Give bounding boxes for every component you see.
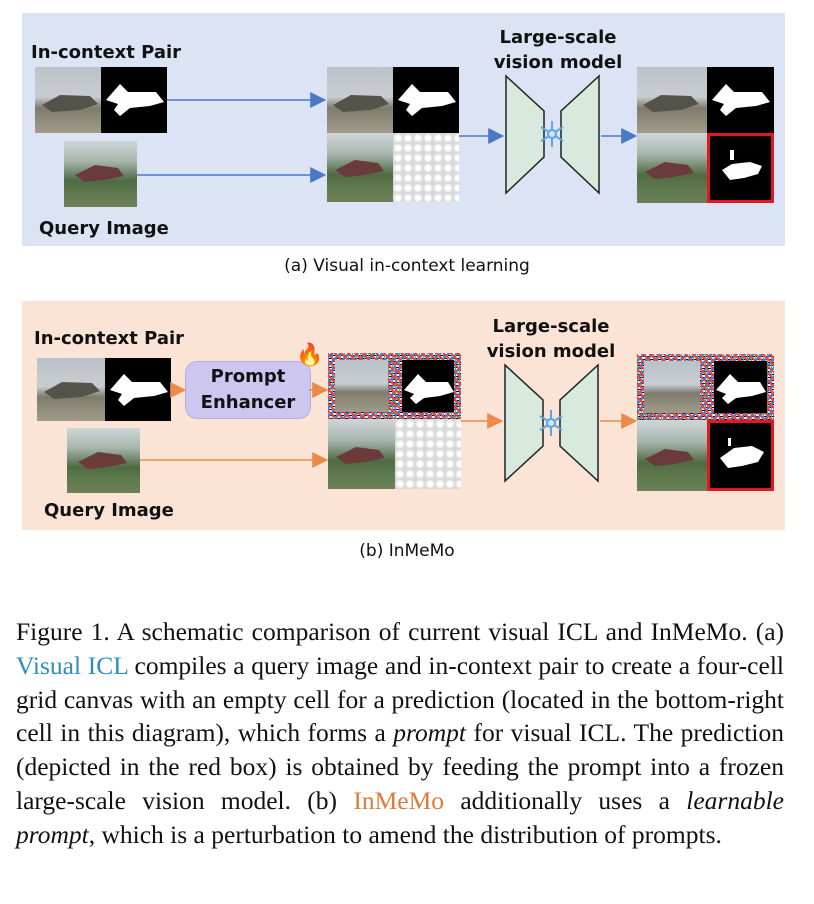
panel-b-query-label: Query Image <box>44 500 174 521</box>
panel-a-model-label: Large-scale vision model <box>493 27 623 73</box>
canvas-a-empty-cell <box>393 133 459 202</box>
prediction-silhouette-b <box>720 446 764 468</box>
caption-text-4: additionally uses a <box>444 785 687 815</box>
subcaption-a: (a) Visual in-context learning <box>284 256 530 276</box>
canvas-b-empty-cell <box>395 419 461 489</box>
canvas-b-pair-image <box>328 353 395 419</box>
jet-silhouette-b2 <box>404 374 454 404</box>
jet-silhouette-b1 <box>110 374 168 406</box>
snowflake-icon-a <box>540 121 564 147</box>
plane-shapes <box>42 95 699 182</box>
caption-learnable-italic: learnable prompt <box>16 785 784 849</box>
output-b-pair-image <box>637 354 707 420</box>
caption-text-1: A schematic comparison of current visual… <box>116 617 785 646</box>
output-b-pair-mask <box>707 354 774 420</box>
diagram-overlay <box>42 74 770 483</box>
prompt-enhancer-label: Prompt Enhancer <box>200 366 296 413</box>
figure-caption: Figure 1. A schematic comparison of curr… <box>16 615 784 852</box>
fire-icon: 🔥 <box>296 342 324 367</box>
vision-model-a <box>505 74 600 195</box>
caption-text-2: compiles a query image and in-context pa… <box>16 650 784 748</box>
snowflake-icon-b <box>539 410 563 436</box>
vision-model-b <box>504 363 599 483</box>
caption-prompt-italic: prompt <box>393 718 467 748</box>
jet-silhouette-a2 <box>398 84 456 116</box>
inmemo-link[interactable]: InMeMo <box>353 785 445 815</box>
caption-figure-number: Figure 1. <box>16 617 110 646</box>
panel-b-model-label: Large-scale vision model <box>486 316 616 362</box>
visual-icl-link[interactable]: Visual ICL <box>16 650 128 680</box>
jet-silhouette-a1 <box>106 84 164 116</box>
panel-a-pair-label: In-context Pair <box>31 42 182 63</box>
output-a-prediction-box <box>707 133 774 203</box>
caption-text-3: for visual ICL. The prediction (depicted… <box>16 718 784 815</box>
panel-b-pair-label: In-context Pair <box>34 328 185 349</box>
jet-silhouette-b3 <box>716 374 766 404</box>
jet-silhouette-a3 <box>712 84 770 116</box>
subcaption-b: (b) InMeMo <box>359 541 455 561</box>
prompt-enhancer-block: Prompt Enhancer <box>185 361 311 419</box>
prediction-silhouette-a <box>722 150 762 180</box>
panel-a-query-label: Query Image <box>39 218 169 239</box>
caption-text-5: , which is a perturbation to amend the d… <box>88 819 722 849</box>
